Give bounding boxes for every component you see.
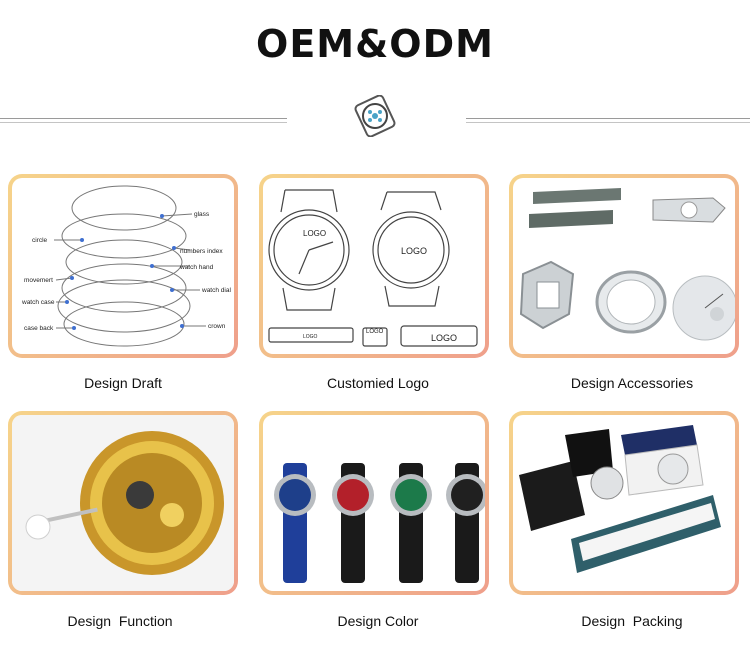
label-crown: crown (208, 323, 226, 330)
caption-design-accessories: Design Accessories (570, 375, 694, 391)
card-design-packing[interactable] (509, 411, 739, 595)
logo-text-1: LOGO (303, 229, 326, 238)
right-divider-line (466, 118, 750, 124)
caption-design-color: Design Color (337, 613, 419, 629)
accessories-photos (519, 188, 735, 341)
label-case-back: case back (24, 325, 54, 332)
label-circle: circle (32, 237, 48, 244)
logo-sketches: LOGO LOGO LOGO LOGO LOGO (268, 189, 478, 347)
label-movement: movemert (24, 277, 53, 284)
label-watch-dial: watch dial (201, 287, 231, 294)
logo-text-3: LOGO (303, 334, 318, 340)
logo-text-5: LOGO (431, 333, 457, 343)
gold-movement-photo (12, 415, 234, 591)
label-watch-hand: watch hand (179, 264, 214, 271)
exploded-watch-diagram: glass circle numbers index watch hand mo… (21, 185, 231, 347)
watch-boxes-photo (519, 425, 721, 573)
label-watch-case: watch case (21, 299, 55, 306)
label-numbers-index: numbers index (180, 248, 223, 255)
left-divider-line (0, 118, 287, 124)
caption-design-packing: Design Packing (581, 613, 683, 629)
caption-design-draft: Design Draft (84, 375, 162, 391)
logo-text-2: LOGO (401, 246, 427, 256)
caption-design-function: Design Function (67, 613, 173, 629)
card-customied-logo[interactable]: LOGO LOGO LOGO LOGO LOGO (259, 174, 489, 358)
watch-icon (354, 95, 396, 137)
card-design-draft[interactable]: glass circle numbers index watch hand mo… (8, 174, 238, 358)
watch-colors-photo (274, 463, 485, 583)
card-design-function[interactable] (8, 411, 238, 595)
caption-customied-logo: Customied Logo (327, 375, 429, 391)
card-design-color[interactable] (259, 411, 489, 595)
card-design-accessories[interactable] (509, 174, 739, 358)
logo-text-4: LOGO (366, 329, 384, 335)
page-title: OEM&ODM (256, 22, 494, 66)
label-glass: glass (194, 211, 210, 218)
